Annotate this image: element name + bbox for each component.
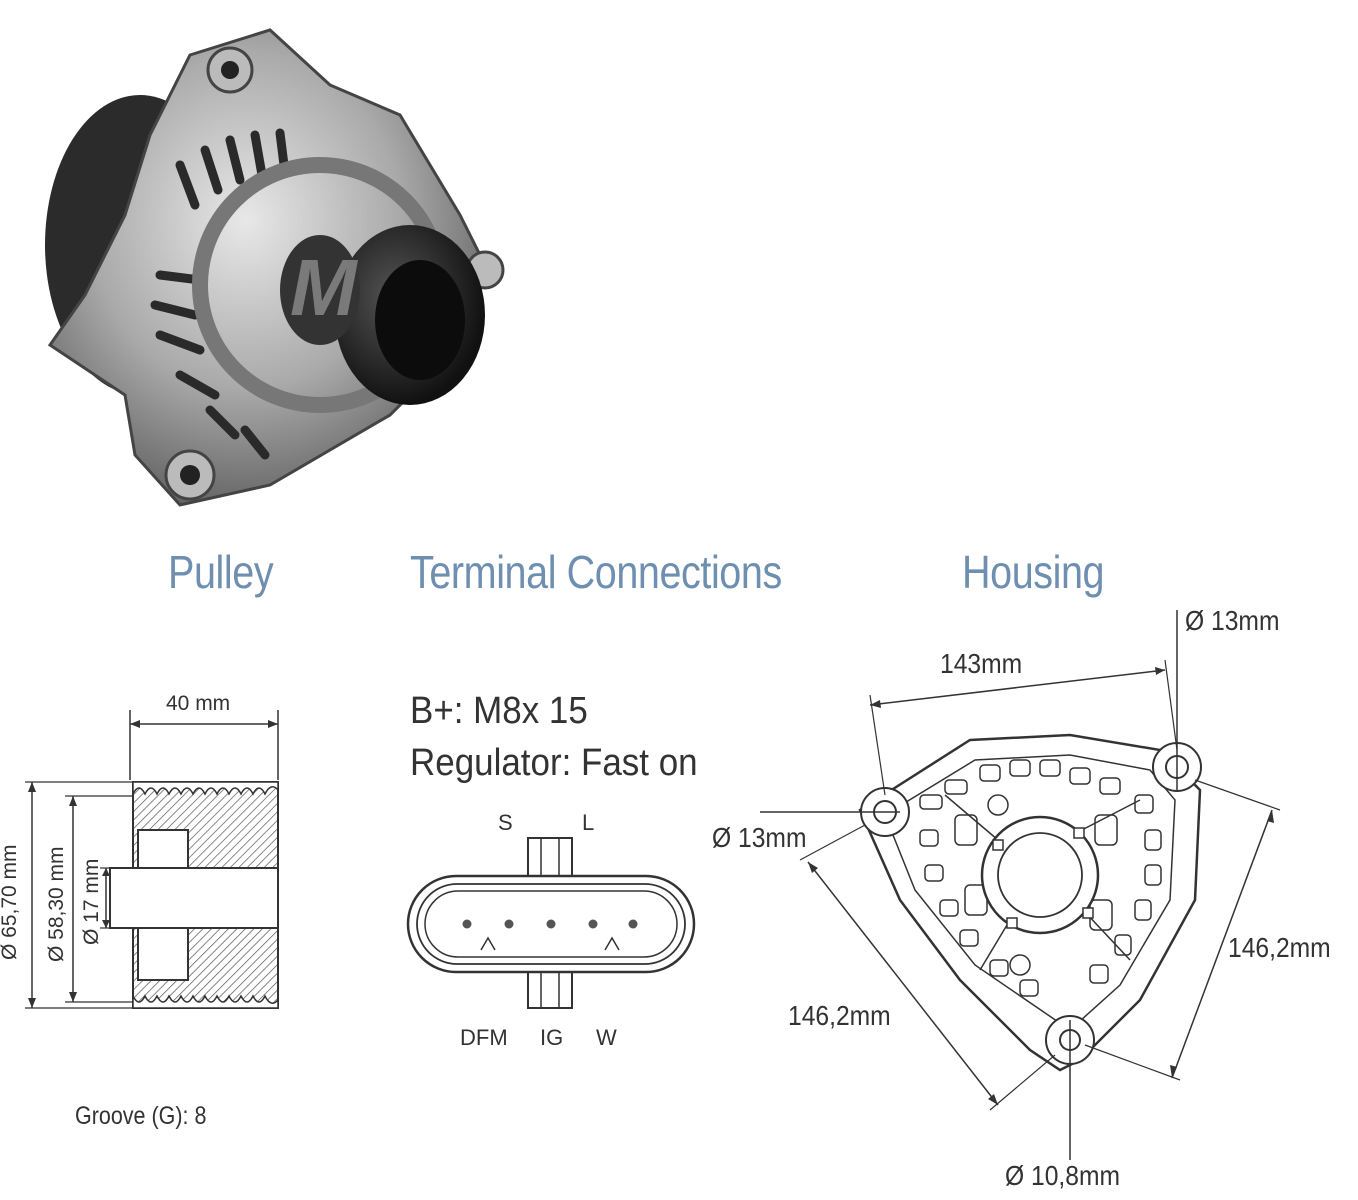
pulley-drawing: [25, 710, 279, 1009]
span-top-label: 143mm: [940, 648, 1023, 679]
pulley-width-label: 40 mm: [166, 692, 231, 715]
housing-title: Housing: [962, 546, 1105, 598]
pin-label-l: L: [582, 810, 595, 835]
alternator-photo: M: [45, 28, 505, 507]
bplus-spec: B+: M8x 15: [410, 690, 588, 732]
pulley-outer-diameter-label: Ø 65,70 mm: [0, 844, 21, 960]
connector-drawing: [406, 837, 696, 1009]
pulley-mid-diameter-label: Ø 58,30 mm: [45, 846, 68, 962]
housing-drawing: [760, 610, 1281, 1160]
hole-top-right-label: Ø 13mm: [1185, 605, 1280, 636]
hole-bottom-label: Ø 10,8mm: [1005, 1160, 1121, 1191]
span-left-label: 146,2mm: [788, 1000, 891, 1031]
pin-label-w: W: [596, 1025, 617, 1050]
terminal-title: Terminal Connections: [410, 546, 782, 598]
pin-label-s: S: [498, 810, 513, 835]
hole-left-label: Ø 13mm: [712, 822, 807, 853]
pulley-bore-diameter-label: Ø 17 mm: [80, 858, 103, 945]
regulator-spec: Regulator: Fast on: [410, 742, 698, 784]
pin-label-dfm: DFM: [460, 1025, 508, 1050]
pulley-title: Pulley: [168, 546, 274, 598]
pin-label-ig: IG: [540, 1025, 564, 1050]
groove-label: Groove (G): 8: [75, 1102, 207, 1130]
svg-text:M: M: [290, 243, 359, 332]
span-right-label: 146,2mm: [1228, 932, 1331, 963]
